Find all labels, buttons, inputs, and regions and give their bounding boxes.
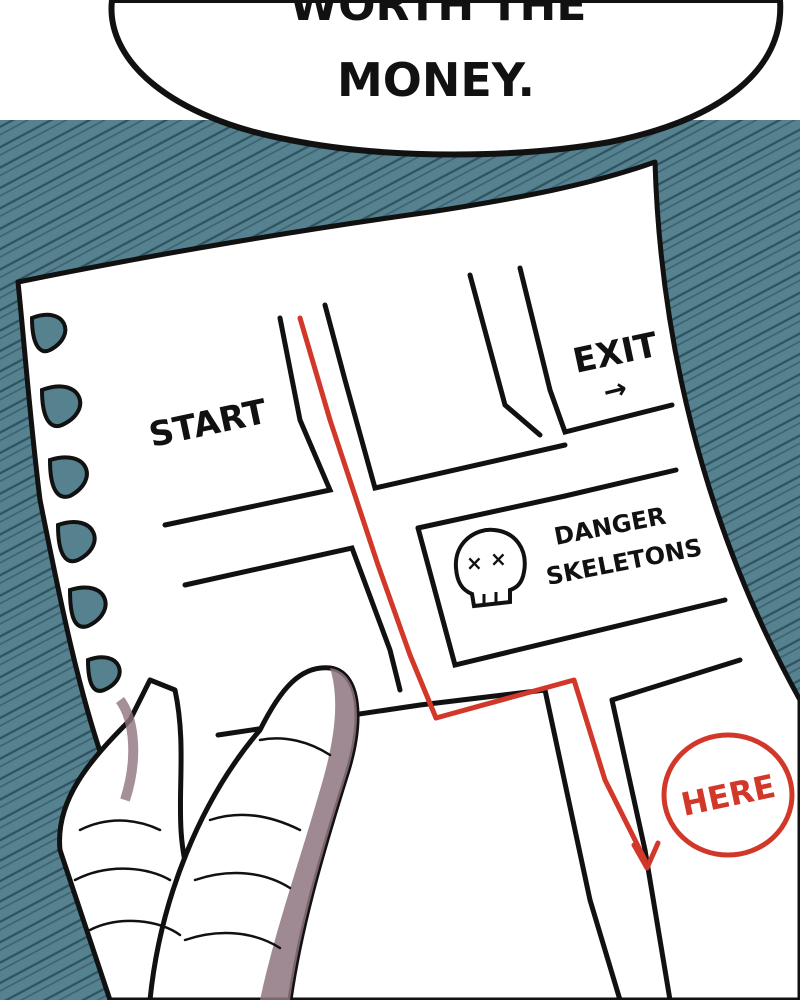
speech-line-2: MONEY.	[337, 53, 535, 107]
paper-map: START EXIT → DANGER SKELETONS × × HERE	[15, 159, 800, 1000]
gloved-hand	[57, 665, 360, 1000]
torn-edge	[29, 312, 122, 693]
svg-text:×: ×	[466, 551, 483, 575]
skull-icon: × ×	[453, 527, 527, 609]
svg-text:×: ×	[490, 547, 507, 571]
route-arrow-icon	[631, 840, 661, 871]
here-marker: HERE	[661, 732, 795, 858]
speech-bubble: WORTH THE MONEY.	[108, 0, 784, 158]
speech-line-1: WORTH THE	[290, 0, 587, 31]
route-path	[297, 315, 661, 871]
